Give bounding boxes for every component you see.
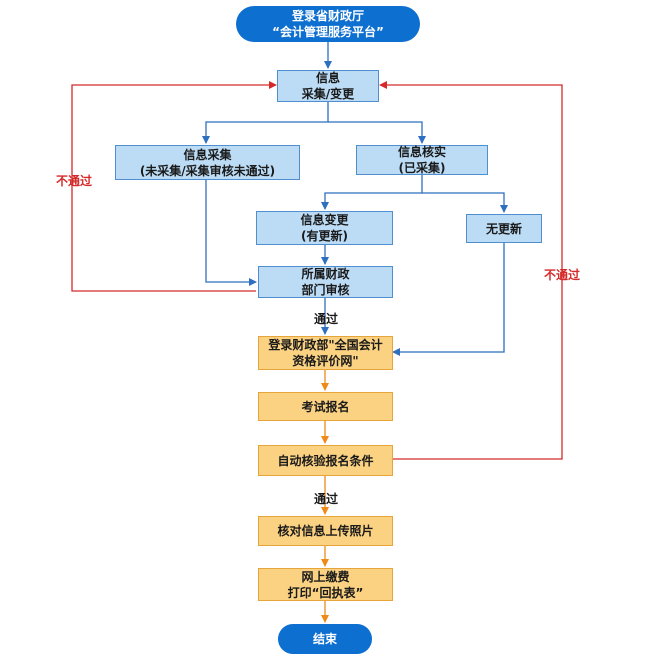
collect-change-line2: 采集/变更: [301, 87, 355, 101]
pay-print-line2: 打印“回执表”: [287, 585, 364, 600]
end-node: 结束: [278, 624, 372, 654]
exam-register-line1: 考试报名: [301, 399, 350, 414]
edge-label-pass-review: 通过: [314, 312, 339, 326]
edge-auto-fail: [379, 81, 563, 460]
auto-verify-node: 自动核验报名条件: [258, 445, 393, 476]
verify-upload-node: 核对信息上传照片: [258, 516, 393, 546]
login-mof-line1: 登录财政部"全国会计: [268, 338, 383, 352]
login-mof-line2: 资格评价网": [292, 354, 359, 368]
edge-collect-split: [202, 102, 329, 144]
verify-upload-line1: 核对信息上传照片: [277, 524, 374, 538]
exam-register-node: 考试报名: [258, 392, 393, 421]
edge-collect-to-review: [205, 180, 257, 286]
login-mof-node: 登录财政部"全国会计 资格评价网": [258, 336, 393, 370]
info-collect-node: 信息采集 (未采集/采集审核未通过): [115, 145, 300, 180]
edge-label-pass-auto: 通过: [314, 492, 339, 506]
dept-review-line2: 部门审核: [301, 283, 350, 297]
start-line1: 登录省财政厅: [291, 9, 364, 23]
info-verify-line2: (已采集): [398, 161, 446, 175]
edge-collect-to-verify: [328, 121, 426, 144]
edge-verify-split: [321, 175, 423, 210]
info-change-node: 信息变更 (有更新): [256, 211, 393, 245]
collect-change-line1: 信息: [315, 71, 340, 85]
edge-label-fail-right: 不通过: [544, 268, 581, 282]
collect-change-node: 信息 采集/变更: [277, 70, 379, 102]
info-change-line2: (有更新): [301, 229, 348, 243]
info-change-line1: 信息变更: [300, 213, 349, 227]
auto-verify-line1: 自动核验报名条件: [277, 453, 374, 468]
start-line2: “会计管理服务平台”: [272, 25, 384, 39]
pay-print-node: 网上缴费 打印“回执表”: [258, 568, 393, 601]
edge-review-fail: [71, 81, 277, 292]
dept-review-node: 所属财政 部门审核: [258, 266, 393, 298]
pay-print-line1: 网上缴费: [301, 569, 350, 584]
end-line1: 结束: [312, 632, 337, 646]
no-update-line1: 无更新: [485, 221, 522, 236]
no-update-node: 无更新: [466, 214, 542, 243]
info-verify-line1: 信息核实: [397, 145, 446, 159]
edge-label-fail-left: 不通过: [56, 174, 93, 188]
start-node: 登录省财政厅 “会计管理服务平台”: [236, 6, 420, 42]
info-collect-line2: (未采集/采集审核未通过): [139, 163, 276, 178]
edge-verify-to-noupdate: [422, 192, 508, 213]
dept-review-line1: 所属财政: [301, 267, 350, 281]
info-collect-line1: 信息采集: [183, 147, 232, 162]
info-verify-node: 信息核实 (已采集): [356, 145, 488, 175]
edge-noupdate-to-login: [392, 243, 505, 356]
